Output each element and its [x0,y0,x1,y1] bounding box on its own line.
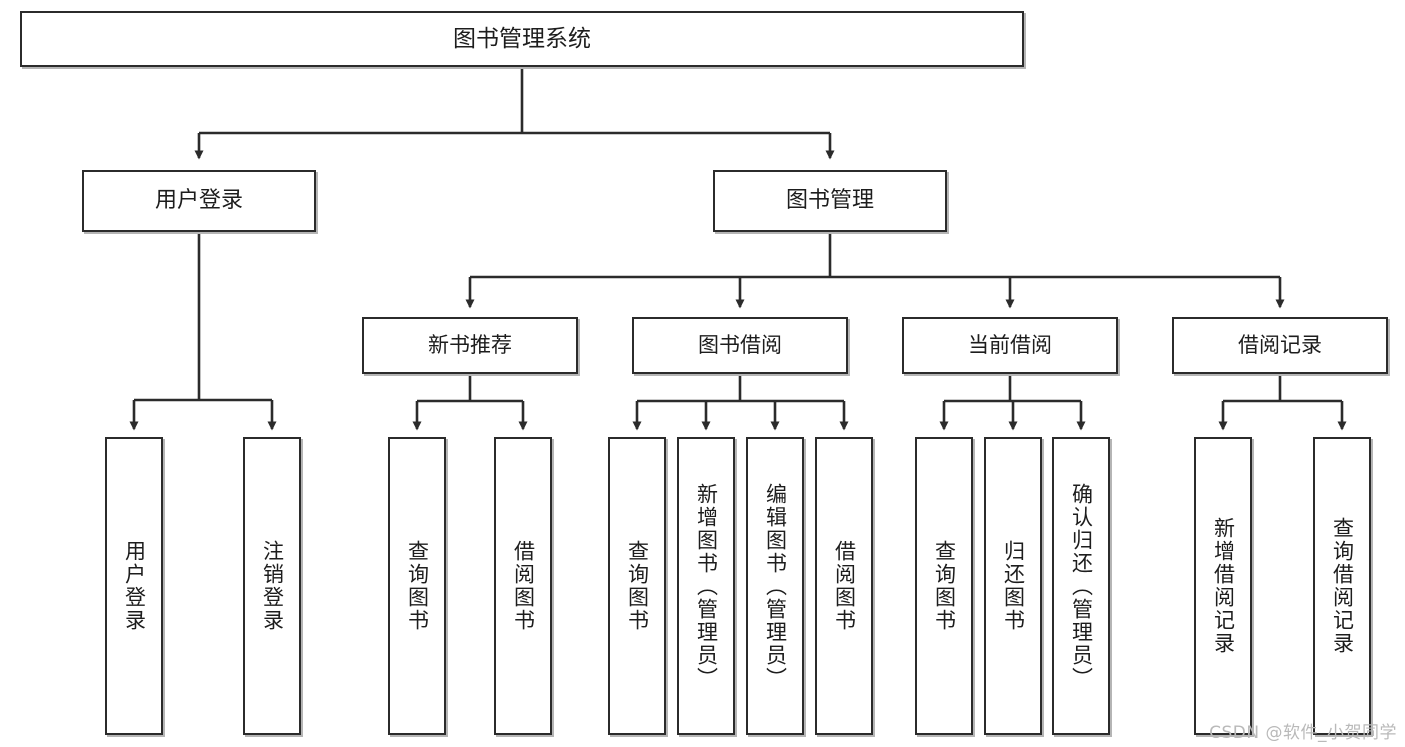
node-leaf-add-book[interactable]: 新增图书（管理员） [677,437,735,735]
node-branch-label: 图书管理 [785,188,874,214]
node-leaf-user-login[interactable]: 用户登录 [105,437,163,735]
node-group-label: 图书借阅 [698,333,782,358]
node-leaf-label: 确认归还（管理员） [1069,482,1094,690]
node-leaf-label: 归还图书 [1001,540,1026,632]
node-leaf-query-record[interactable]: 查询借阅记录 [1313,437,1371,735]
node-leaf-query-book-1[interactable]: 查询图书 [388,437,446,735]
node-leaf-label: 查询图书 [625,540,650,632]
node-leaf-label: 新增图书（管理员） [694,482,719,690]
node-branch-book-manage[interactable]: 图书管理 [713,170,947,232]
node-leaf-query-book-3[interactable]: 查询图书 [915,437,973,735]
node-leaf-add-record[interactable]: 新增借阅记录 [1194,437,1252,735]
node-leaf-label: 注销登录 [260,540,285,632]
node-leaf-confirm-return[interactable]: 确认归还（管理员） [1052,437,1110,735]
node-root-label: 图书管理系统 [453,25,591,52]
node-leaf-edit-book[interactable]: 编辑图书（管理员） [746,437,804,735]
node-leaf-query-book-2[interactable]: 查询图书 [608,437,666,735]
node-group-label: 当前借阅 [968,333,1052,358]
node-root-system[interactable]: 图书管理系统 [20,11,1024,67]
node-group-borrow-record[interactable]: 借阅记录 [1172,317,1388,374]
node-group-current-borrow[interactable]: 当前借阅 [902,317,1118,374]
node-leaf-label: 借阅图书 [832,540,857,632]
node-leaf-user-logout[interactable]: 注销登录 [243,437,301,735]
node-leaf-label: 编辑图书（管理员） [763,482,788,690]
node-group-book-borrow[interactable]: 图书借阅 [632,317,848,374]
node-leaf-label: 查询图书 [932,540,957,632]
node-branch-user-login[interactable]: 用户登录 [82,170,316,232]
node-leaf-label: 借阅图书 [511,540,536,632]
node-group-new-book-recommend[interactable]: 新书推荐 [362,317,578,374]
node-branch-label: 用户登录 [154,188,243,214]
node-leaf-label: 查询图书 [405,540,430,632]
node-leaf-borrow-book-1[interactable]: 借阅图书 [494,437,552,735]
node-group-label: 新书推荐 [428,333,512,358]
node-leaf-label: 查询借阅记录 [1330,517,1355,655]
node-leaf-return-book[interactable]: 归还图书 [984,437,1042,735]
node-leaf-label: 新增借阅记录 [1211,517,1236,655]
node-leaf-borrow-book-2[interactable]: 借阅图书 [815,437,873,735]
watermark-text: CSDN @软件_小贺同学 [1209,723,1397,743]
node-leaf-label: 用户登录 [122,540,147,632]
node-group-label: 借阅记录 [1238,333,1322,358]
